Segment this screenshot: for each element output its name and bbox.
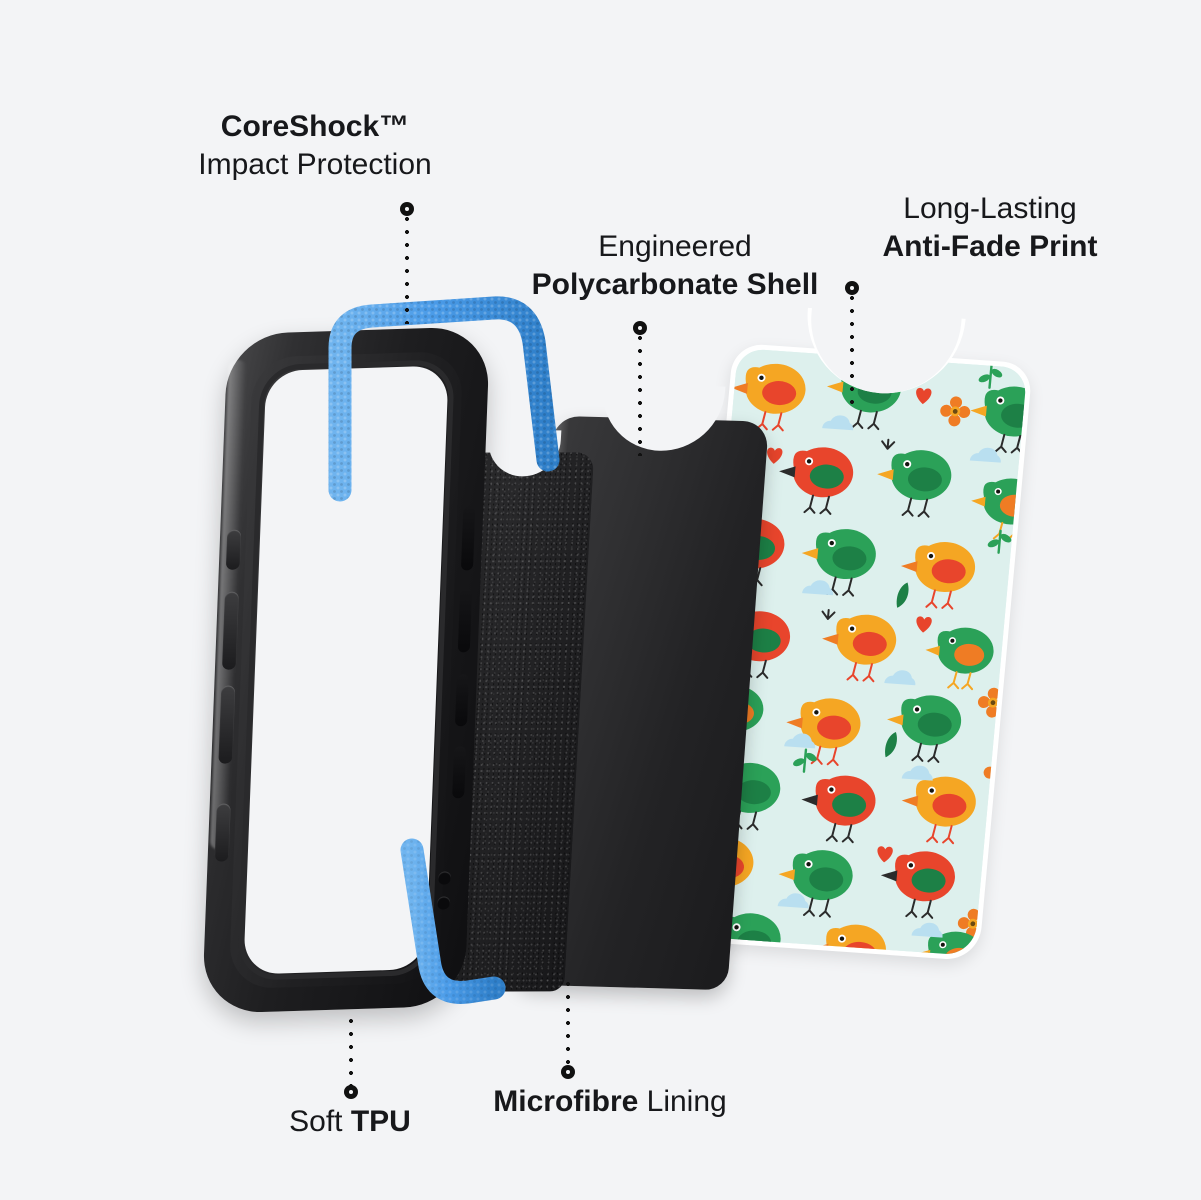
leader-dots [405, 204, 409, 324]
leader-line-polycarbonate [633, 321, 647, 456]
callout-strong: TPU [350, 1105, 411, 1138]
callout-line-1: Long-Lasting [903, 192, 1077, 225]
leader-ring [845, 281, 859, 295]
print-panel-surface [684, 348, 1028, 956]
callout-label-polycarbonate: Engineered Polycarbonate Shell [455, 228, 895, 304]
callout-line-2: Impact Protection [198, 147, 432, 181]
callout-prefix: Soft [289, 1105, 351, 1138]
leader-line-microfibre [561, 982, 575, 1079]
leader-dots [349, 1019, 353, 1097]
callout-line-1: Soft TPU [115, 1103, 585, 1141]
callout-label-antifade: Long-Lasting Anti-Fade Print [775, 190, 1201, 266]
callout-suffix: Lining [638, 1085, 727, 1118]
callout-line-1: CoreShock™ [220, 110, 410, 143]
mute-switch-cutout [225, 529, 242, 570]
coreshock-blue-accent-strip [328, 296, 560, 1004]
leader-ring [344, 1085, 358, 1099]
callout-line-2: Anti-Fade Print [882, 229, 1098, 263]
leader-dots [850, 283, 854, 405]
leader-line-coreshock [400, 202, 414, 324]
callout-label-microfibre: Microfibre Lining [375, 1083, 845, 1121]
leader-ring [633, 321, 647, 335]
callout-line-2: Polycarbonate Shell [531, 267, 819, 301]
callout-strong: Microfibre [493, 1085, 639, 1118]
volume-down-button [218, 685, 236, 764]
print-panel-part [679, 306, 1033, 962]
callout-line-1: Engineered [598, 230, 752, 263]
leader-line-tpu [344, 1019, 358, 1099]
callout-label-tpu: Soft TPU [115, 1103, 585, 1141]
callout-label-coreshock: CoreShock™ Impact Protection [75, 108, 555, 184]
bird-pattern-artwork [684, 348, 1028, 956]
leader-dots [638, 323, 642, 456]
leader-dots [566, 982, 570, 1077]
leader-ring [561, 1065, 575, 1079]
callout-line-1: Microfibre Lining [375, 1083, 845, 1121]
leader-ring [400, 202, 414, 216]
leader-line-antifade [845, 281, 859, 405]
power-button [214, 803, 231, 862]
